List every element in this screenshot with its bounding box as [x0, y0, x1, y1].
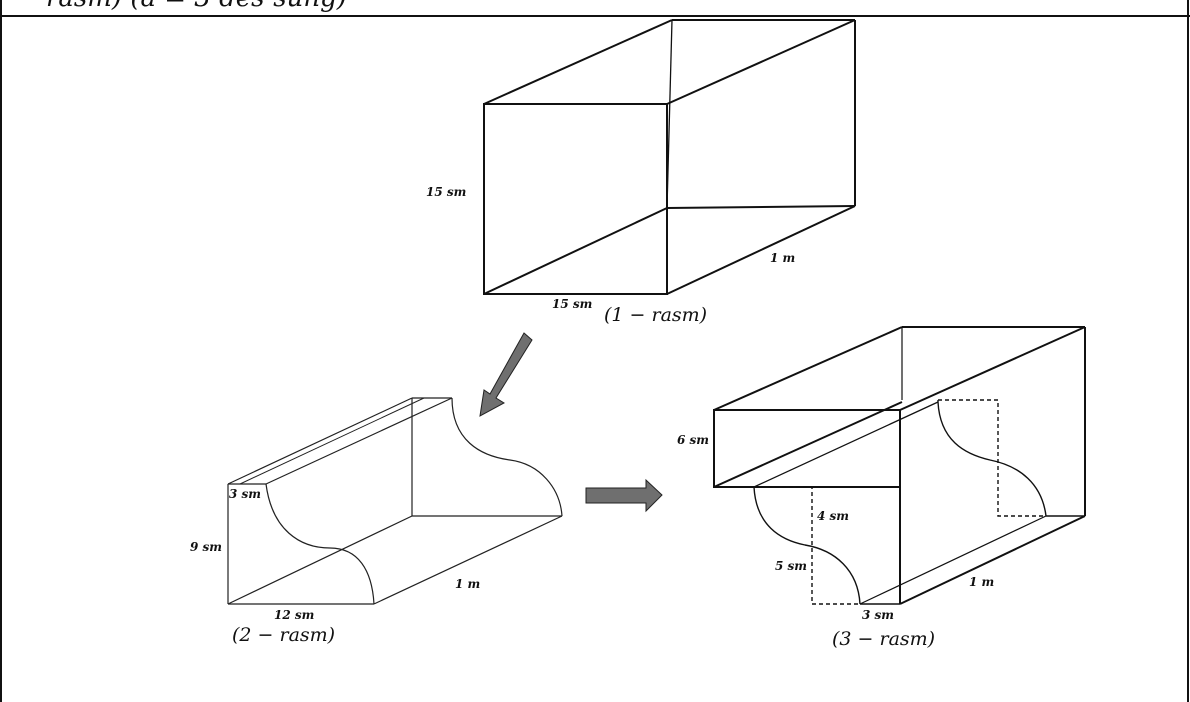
figure-1-height-label: 15 sm [426, 185, 466, 199]
figure-3-inner-height-label: 4 sm [817, 509, 849, 523]
figure-2-height-label: 9 sm [190, 540, 222, 554]
figure-3-profile [753, 400, 1085, 605]
figure-2-caption: (2 − rasm) [232, 624, 335, 646]
header-text: rasm) (a = 3 des-sung) [46, 0, 347, 13]
figure-2-width-label: 12 sm [274, 608, 314, 622]
figure-3-box [713, 326, 1086, 605]
figure-3-dashed-guides [754, 399, 1046, 605]
figure-2-length-label: 1 m [455, 577, 480, 591]
figure-3-length-label: 1 m [969, 575, 994, 589]
figure-1-caption: (1 − rasm) [604, 304, 707, 326]
figure-2-profile [227, 397, 563, 605]
figure-1-box [483, 19, 856, 295]
figure-3-lower-height-label: 5 sm [775, 559, 807, 573]
figure-1-length-label: 1 m [770, 251, 795, 265]
arrow-to-figure-3 [585, 478, 663, 513]
arrow-to-figure-2 [479, 332, 533, 417]
figure-3-bottom-label: 3 sm [862, 608, 894, 622]
figure-3-caption: (3 − rasm) [832, 628, 935, 650]
figure-3-top-height-label: 6 sm [677, 433, 709, 447]
figure-1-width-label: 15 sm [552, 297, 592, 311]
figure-2-top-label: 3 sm [229, 487, 261, 501]
